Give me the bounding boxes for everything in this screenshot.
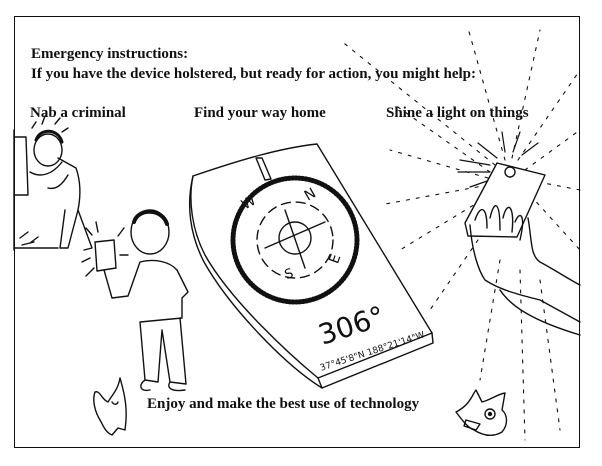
boy-with-phone-icon bbox=[81, 209, 189, 392]
instructions-title: Emergency instructions: bbox=[31, 46, 189, 62]
wall-icon bbox=[13, 129, 59, 251]
instructions-subtitle: If you have the device holstered, but re… bbox=[31, 66, 476, 82]
wolf-head-left-icon bbox=[93, 377, 127, 436]
footer-tagline: Enjoy and make the best use of technolog… bbox=[147, 396, 420, 412]
light-rays-icon bbox=[339, 27, 581, 441]
caption-shine-light: Shine a light on things bbox=[386, 105, 529, 121]
caption-find-way-home: Find your way home bbox=[194, 105, 326, 121]
criminal-figure-icon bbox=[29, 115, 93, 251]
wolf-head-right-icon bbox=[455, 389, 508, 437]
compass-device-icon bbox=[188, 143, 434, 389]
caption-nab-criminal: Nab a criminal bbox=[30, 105, 126, 121]
hand-holding-phone-icon bbox=[464, 162, 581, 336]
